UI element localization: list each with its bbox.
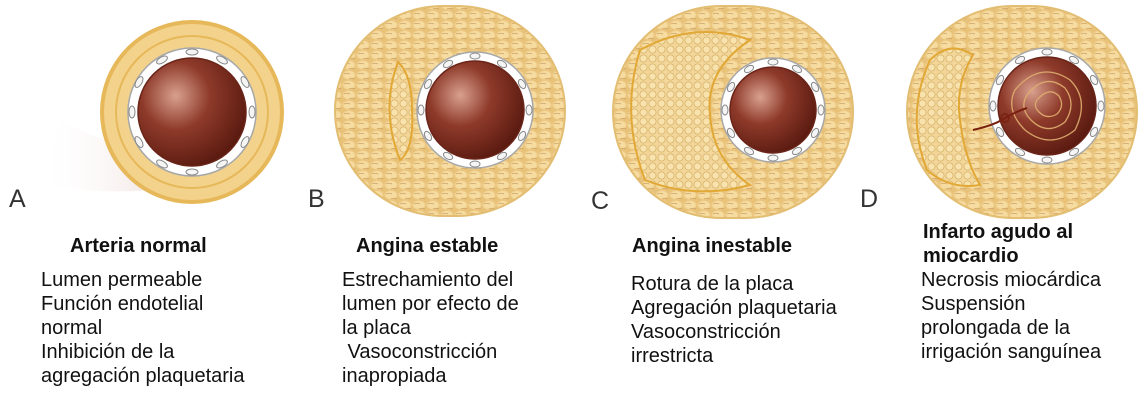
description-line: prolongada de la: [921, 316, 1101, 340]
stable-angina-illustration: [300, 0, 590, 220]
title-line: Angina estable: [356, 234, 498, 258]
panel-description: Lumen permeable Función endotelial norma…: [41, 268, 245, 388]
panel-letter: C: [591, 187, 609, 216]
description-line: Suspensión: [921, 292, 1101, 316]
panel-title: Arteria normal: [70, 234, 207, 258]
panel-c: C Angina inestable Rotura de la placa Ag…: [585, 0, 885, 411]
panel-description: Rotura de la placa Agregación plaquetari…: [631, 272, 837, 368]
title-line: Angina inestable: [632, 234, 792, 258]
description-line: Función endotelial: [41, 292, 245, 316]
panel-d: D Infarto agudo al miocardio Necrosis mi…: [855, 0, 1143, 411]
unstable-angina-illustration: [585, 0, 885, 220]
myocardial-infarction-illustration: [855, 0, 1143, 220]
description-line: Inhibición de la: [41, 340, 245, 364]
description-line: normal: [41, 316, 245, 340]
description-line: Estrechamiento del: [342, 268, 519, 292]
panel-a: A Arteria normal Lumen permeable Función…: [0, 0, 290, 411]
description-line: Lumen permeable: [41, 268, 245, 292]
panel-b: B Angina estable Estrechamiento del lume…: [300, 0, 590, 411]
description-line: lumen por efecto de: [342, 292, 519, 316]
description-line: agregación plaquetaria: [41, 364, 245, 388]
description-line: Rotura de la placa: [631, 272, 837, 296]
title-line: Infarto agudo al: [923, 220, 1073, 244]
description-line: irrigación sanguínea: [921, 340, 1101, 364]
panel-description: Necrosis miocárdica Suspensión prolongad…: [921, 268, 1101, 364]
panel-letter: D: [860, 185, 878, 214]
title-line: miocardio: [923, 244, 1073, 268]
description-line: inapropiada: [342, 364, 519, 388]
panel-letter: B: [308, 185, 325, 214]
description-line: Vasoconstricción: [342, 340, 519, 364]
panel-description: Estrechamiento del lumen por efecto de l…: [342, 268, 519, 388]
panel-title: Infarto agudo al miocardio: [923, 220, 1073, 268]
description-line: Necrosis miocárdica: [921, 268, 1101, 292]
panel-title: Angina inestable: [632, 234, 792, 258]
title-line: Arteria normal: [70, 234, 207, 258]
panel-title: Angina estable: [356, 234, 498, 258]
description-line: Vasoconstricción: [631, 320, 837, 344]
description-line: irrestricta: [631, 344, 837, 368]
normal-artery-illustration: [0, 0, 290, 220]
panel-letter: A: [9, 185, 26, 214]
description-line: Agregación plaquetaria: [631, 296, 837, 320]
description-line: la placa: [342, 316, 519, 340]
